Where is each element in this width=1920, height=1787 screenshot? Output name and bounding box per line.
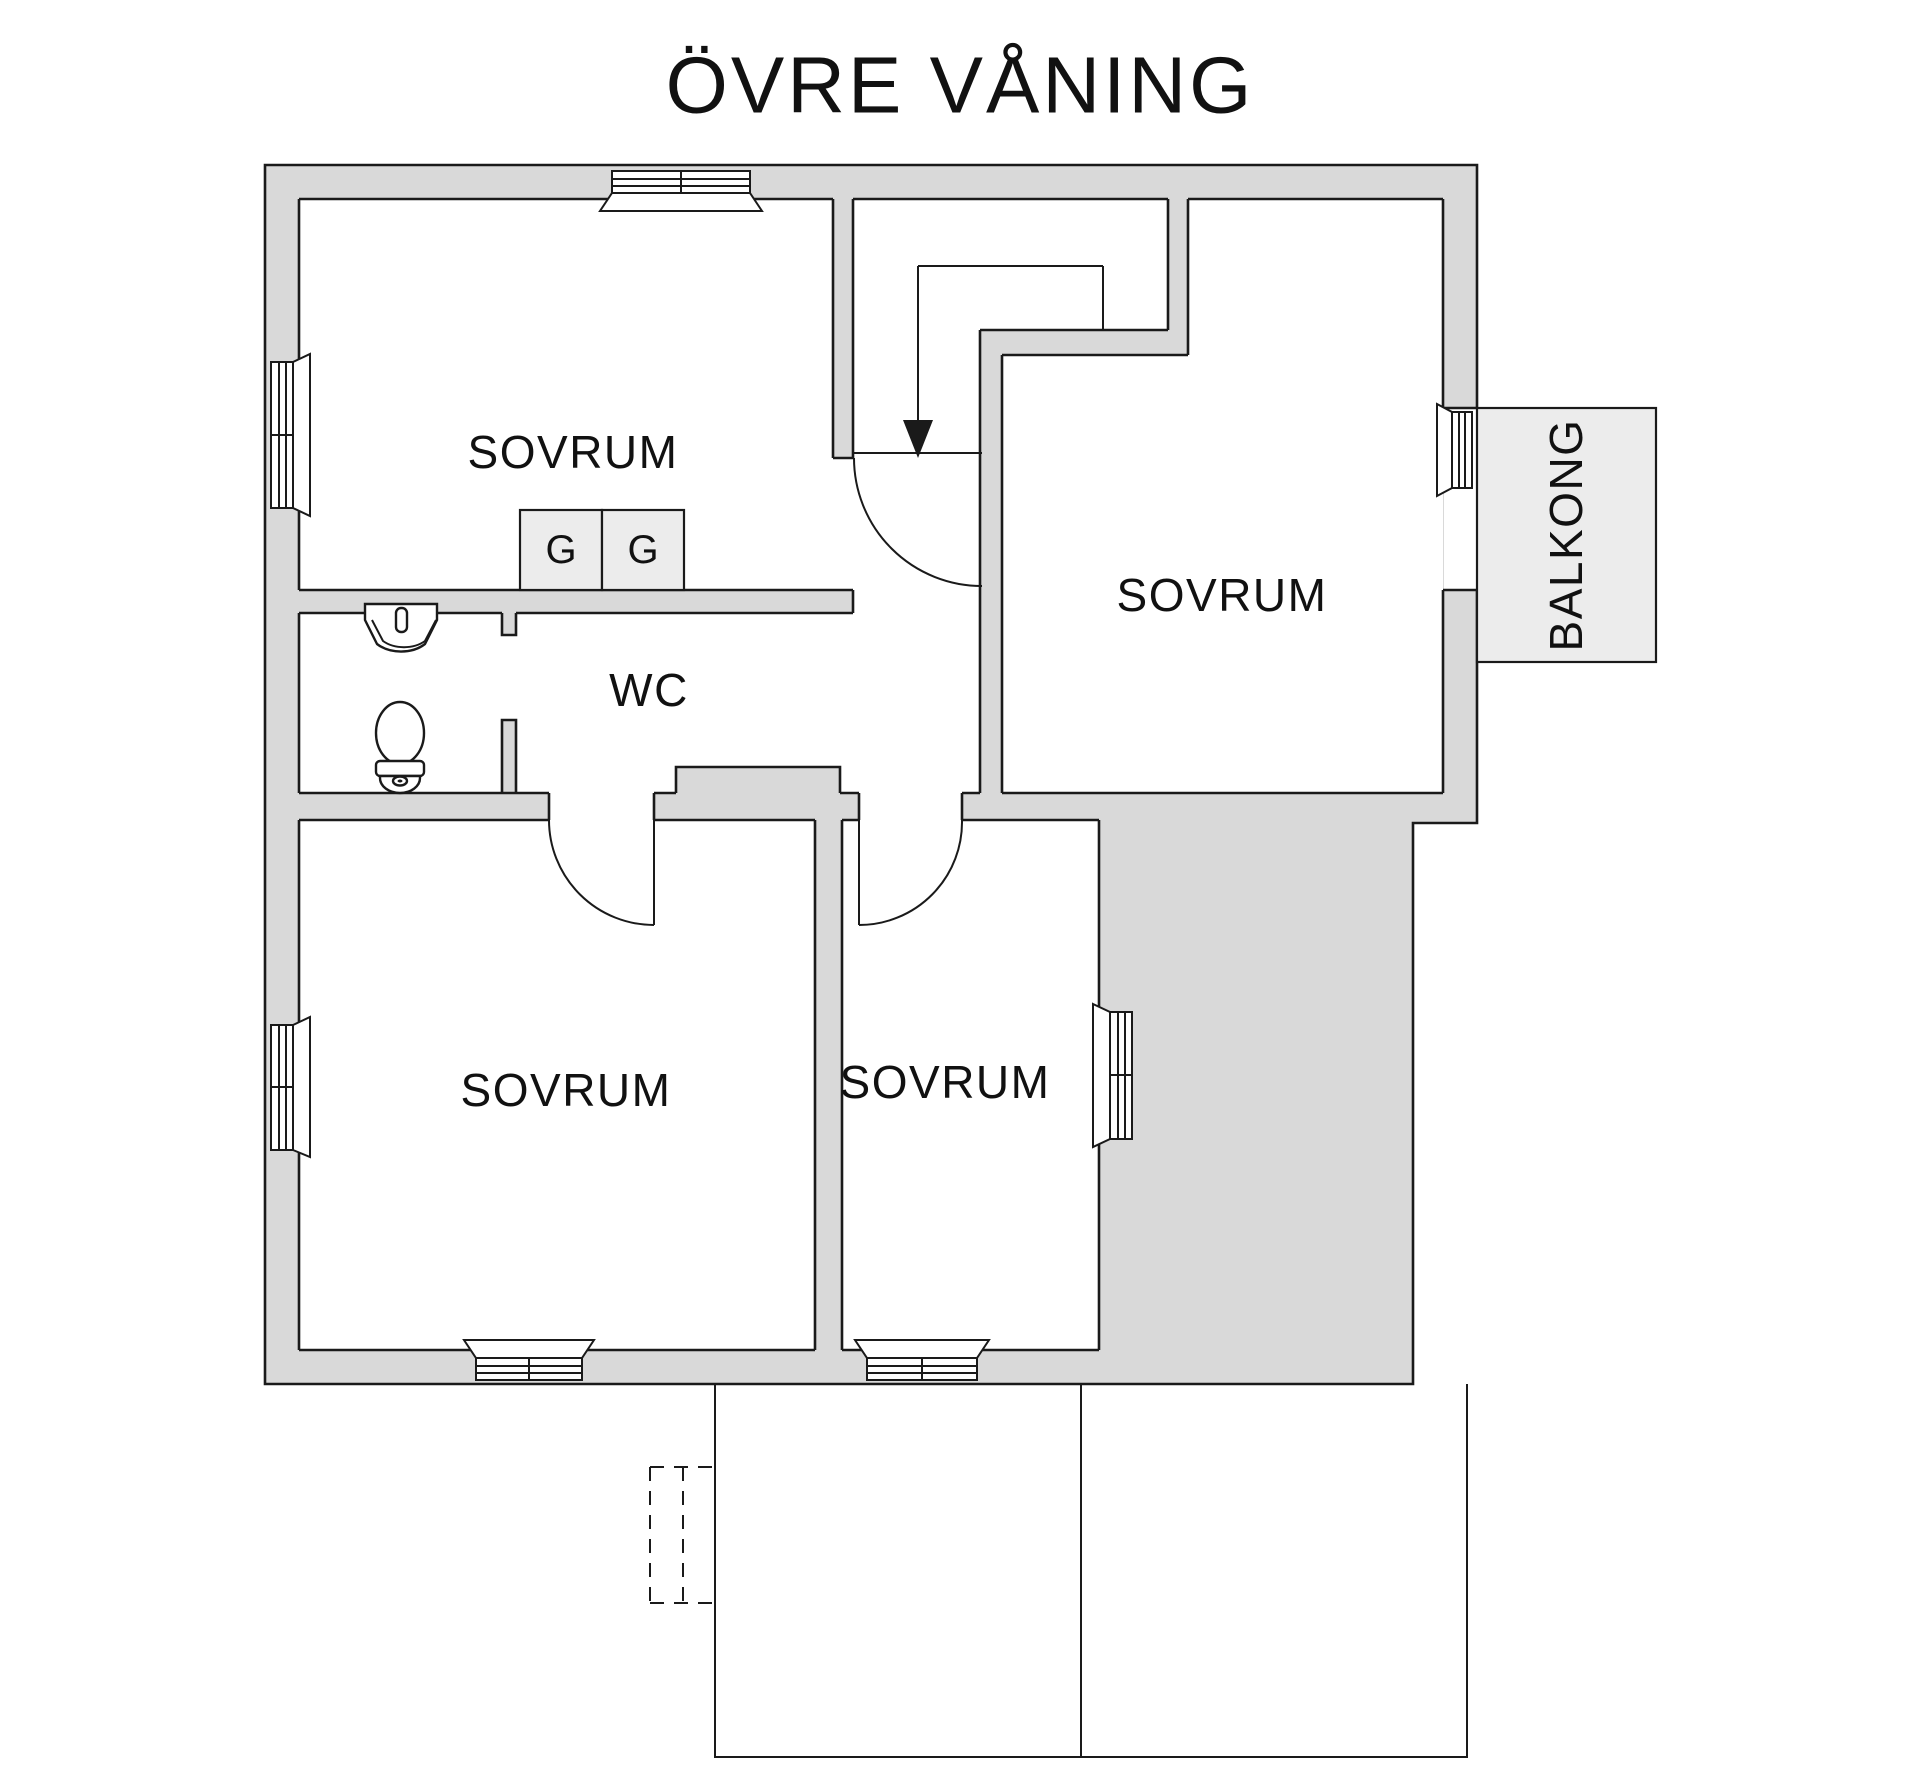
windows [270, 170, 1133, 1381]
door-bedroom-bottom-middle [858, 819, 964, 926]
window-bottom-left-icon [462, 1339, 596, 1381]
room-label-bedroom-bottom-left: SOVRUM [461, 1064, 672, 1116]
balcony-door-glazing [1458, 412, 1466, 488]
wall-hall-right [980, 330, 1002, 793]
wall-bedroom1-right [833, 199, 853, 458]
outline-topright-left-wall [1166, 199, 1190, 355]
outline-corridor-wall-top [299, 765, 980, 795]
balcony-door-jambs [1443, 406, 1477, 592]
outline-hall-band [980, 328, 1188, 357]
window-left-lower-icon [270, 1015, 311, 1159]
balcony-door-window-icon [1436, 402, 1473, 498]
wall-hall-band [980, 330, 1188, 355]
window-bottom-middle-icon [853, 1339, 991, 1381]
wardrobe-right-box [600, 508, 686, 592]
wall-corridor-header [676, 767, 840, 793]
doors [548, 457, 983, 926]
wall-wc-stub-upper [502, 613, 516, 635]
balcony-door-frame [1451, 411, 1473, 489]
room-label-balcony: BALKONG [1540, 419, 1592, 652]
room-label-bedroom-bottom-middle: SOVRUM [840, 1056, 1051, 1108]
balcony-slab [1475, 406, 1658, 664]
window-middle-right-icon [1092, 1002, 1133, 1149]
wardrobe-left-label: G [545, 528, 576, 572]
wall-corridor-south-b [654, 793, 859, 820]
door-bedroom-bottom-left [548, 819, 655, 926]
wardrobes: G G [518, 508, 686, 592]
wall-corridor-south-a [299, 793, 549, 820]
wall-left [265, 165, 299, 1384]
page-title: ÖVRE VÅNING [666, 41, 1255, 130]
window-left-upper-icon [270, 352, 311, 518]
sink-icon [363, 602, 439, 653]
door-arc-bedroom-top-left [853, 457, 983, 587]
wardrobe-right-label: G [627, 528, 658, 572]
stairs-down-arrow-icon [903, 420, 933, 458]
stairs [853, 265, 1104, 458]
outline-corridor-wall-bottom [299, 793, 1099, 822]
wall-topright-left [1168, 199, 1188, 355]
balcony [1436, 402, 1658, 664]
room-label-bedroom-top-left: SOVRUM [468, 426, 679, 478]
room-label-bedroom-top-right: SOVRUM [1117, 569, 1328, 621]
outline-bedroom-divider [813, 820, 844, 1350]
outline-hall-right-wall [978, 330, 1004, 793]
window-top-icon [598, 170, 764, 212]
chimney-dashed-outline [649, 1466, 715, 1604]
toilet-icon [374, 700, 426, 795]
wc-fixtures [363, 602, 439, 795]
outline-bedroom1-right-wall [831, 199, 855, 460]
lower-roof-outline [714, 1384, 1468, 1758]
wall-bedroom-divider [815, 820, 842, 1350]
wall-fills [265, 165, 1477, 1384]
wall-top [265, 165, 1477, 199]
room-label-wc: WC [609, 664, 689, 716]
stairs-outline [853, 265, 1104, 454]
outline-exterior [263, 163, 1479, 1386]
void-gray-region [1099, 793, 1443, 1384]
wall-wc-stub-lower [502, 720, 516, 793]
outline-wc-stubs [500, 613, 518, 793]
balcony-door-sill [1436, 402, 1453, 498]
